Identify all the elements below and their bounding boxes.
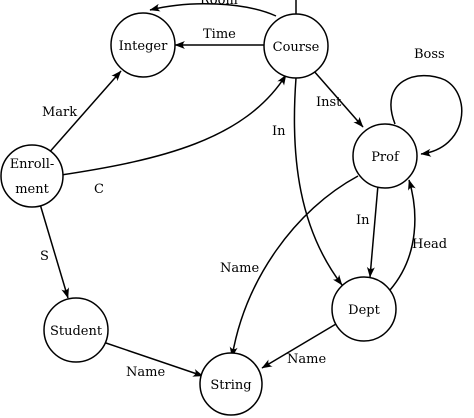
node-enrollment-label-line1: Enroll- [10, 157, 55, 172]
edge-student-name [102, 341, 204, 377]
edge-boss-label: Boss [414, 47, 445, 62]
edge-c [60, 74, 287, 176]
node-student-label: Student [50, 324, 103, 339]
edge-time-label: Time [203, 27, 236, 42]
edge-mark-label: Mark [42, 105, 77, 120]
edge-prof-in-label: In [356, 213, 370, 228]
edge-prof-in [366, 184, 379, 278]
edge-boss [390, 74, 463, 157]
edge-room-label: Room [200, 0, 238, 8]
edge-inst [312, 69, 364, 128]
edge-head [389, 179, 416, 291]
node-string: String [199, 352, 263, 416]
node-enrollment: Enroll- ment [0, 144, 64, 208]
edge-student-name-label: Name [126, 365, 165, 380]
node-integer: Integer [110, 12, 176, 78]
node-student: Student [43, 297, 109, 363]
node-dept-label: Dept [348, 303, 380, 318]
edge-c-label: C [94, 182, 104, 197]
node-enrollment-label-line2: ment [15, 182, 49, 197]
node-string-label: String [210, 378, 251, 393]
edge-head-label: Head [412, 237, 447, 252]
edge-mark [46, 70, 122, 156]
node-course-label: Course [273, 40, 320, 55]
edge-course-in [293, 77, 343, 286]
edge-s [39, 203, 69, 299]
node-dept: Dept [331, 276, 397, 342]
edge-s-label: S [40, 249, 49, 264]
edge-room-curve [149, 3, 277, 17]
node-prof-label: Prof [371, 150, 400, 165]
node-course: Course [263, 13, 329, 79]
edge-dept-name [261, 323, 337, 369]
edge-inst-label: Inst [316, 95, 342, 110]
edge-prof-name-label: Name [220, 261, 259, 276]
edge-prof-name [229, 175, 359, 358]
node-integer-label: Integer [119, 39, 168, 54]
node-prof: Prof [352, 123, 418, 189]
edge-dept-name-label: Name [287, 352, 326, 367]
edge-course-in-label: In [272, 124, 286, 139]
